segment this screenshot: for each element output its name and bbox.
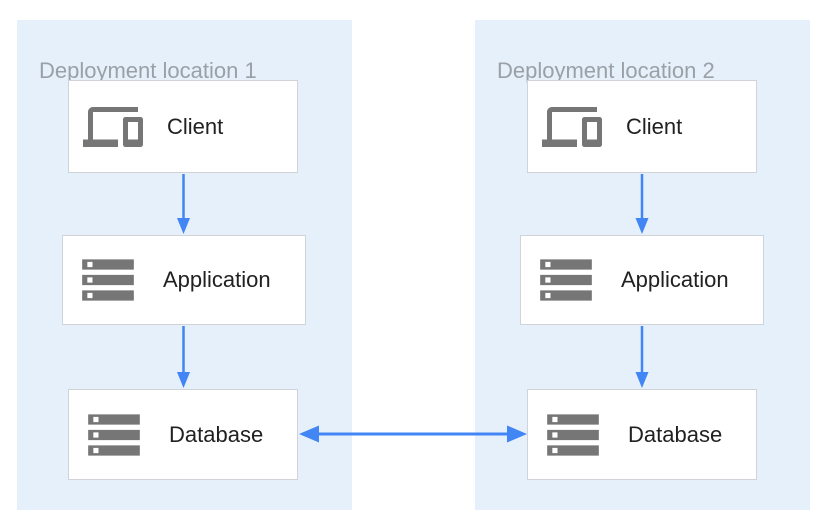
node-application-1: Application bbox=[62, 235, 306, 325]
server-stack-icon bbox=[88, 413, 140, 456]
panel-title: Deployment location 2 bbox=[497, 58, 715, 83]
deployment-location-1-panel: Deployment location 1 Client Application… bbox=[17, 20, 352, 510]
devices-icon bbox=[542, 106, 602, 147]
node-database-1: Database bbox=[68, 389, 298, 480]
server-stack-icon bbox=[540, 259, 592, 301]
devices-icon bbox=[83, 106, 143, 147]
node-application-2: Application bbox=[520, 235, 764, 325]
node-label: Client bbox=[167, 113, 224, 139]
node-database-2: Database bbox=[527, 389, 757, 480]
server-stack-icon bbox=[547, 413, 599, 456]
deployment-location-2-panel: Deployment location 2 Client Application… bbox=[475, 20, 810, 510]
node-client-2: Client bbox=[527, 80, 757, 173]
node-client-1: Client bbox=[68, 80, 298, 173]
node-label: Database bbox=[628, 421, 723, 447]
server-stack-icon bbox=[82, 259, 134, 301]
node-label: Application bbox=[163, 267, 271, 292]
node-label: Database bbox=[169, 421, 264, 447]
panel-title: Deployment location 1 bbox=[39, 58, 257, 83]
node-label: Client bbox=[626, 113, 683, 139]
node-label: Application bbox=[621, 267, 729, 292]
